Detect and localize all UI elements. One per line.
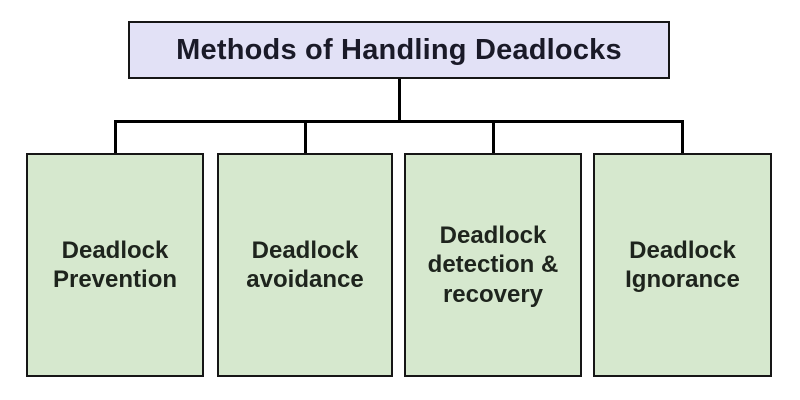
root-node-methods-of-handling-deadlocks: Methods of Handling Deadlocks xyxy=(128,21,670,79)
connector-drop-detection xyxy=(492,120,495,155)
node-label: Deadlock Prevention xyxy=(52,236,178,293)
connector-drop-ignorance xyxy=(681,120,684,155)
node-deadlock-detection-recovery: Deadlock detection & recovery xyxy=(404,153,582,377)
connector-drop-prevention xyxy=(114,120,117,155)
node-label: Deadlock Ignorance xyxy=(625,236,740,293)
node-label: Deadlock avoidance xyxy=(246,236,364,293)
connector-root-stem xyxy=(398,79,401,122)
connector-horizontal-bar xyxy=(114,120,684,123)
node-deadlock-prevention: Deadlock Prevention xyxy=(26,153,204,377)
node-label: Deadlock detection & recovery xyxy=(427,222,559,308)
node-deadlock-avoidance: Deadlock avoidance xyxy=(217,153,393,377)
connector-drop-avoidance xyxy=(304,120,307,155)
node-deadlock-ignorance: Deadlock Ignorance xyxy=(593,153,772,377)
diagram-title: Methods of Handling Deadlocks xyxy=(176,33,622,66)
